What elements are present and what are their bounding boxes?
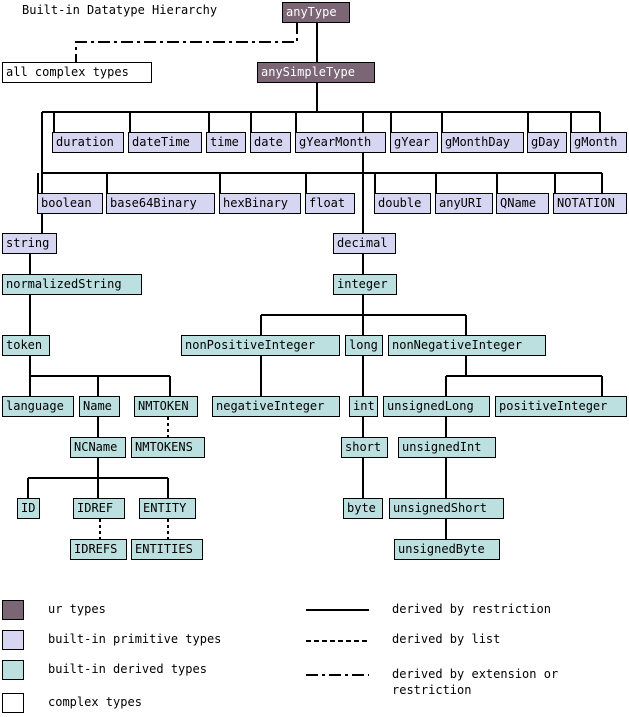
legend-label-primitive: built-in primitive types bbox=[48, 632, 222, 646]
node-unsignedshort[interactable]: unsignedShort bbox=[389, 498, 504, 519]
node-string[interactable]: string bbox=[2, 233, 57, 254]
node-negativeinteger[interactable]: negativeInteger bbox=[212, 396, 340, 417]
legend-label-extension-cont: restriction bbox=[392, 683, 472, 697]
node-anytype[interactable]: anyType bbox=[282, 2, 350, 23]
node-boolean[interactable]: boolean bbox=[37, 193, 103, 214]
node-normalizedstring[interactable]: normalizedString bbox=[2, 274, 142, 295]
diagram-title: Built-in Datatype Hierarchy bbox=[22, 3, 218, 17]
node-idrefs[interactable]: IDREFS bbox=[70, 539, 127, 560]
node-gmonth[interactable]: gMonth bbox=[570, 132, 627, 153]
legend-swatch-ur bbox=[2, 600, 24, 620]
node-entities[interactable]: ENTITIES bbox=[131, 539, 203, 560]
node-nonnegativeinteger[interactable]: nonNegativeInteger bbox=[388, 335, 546, 356]
node-short[interactable]: short bbox=[341, 437, 388, 458]
node-base64binary[interactable]: base64Binary bbox=[106, 193, 215, 214]
node-byte[interactable]: byte bbox=[343, 498, 383, 519]
node-long[interactable]: long bbox=[345, 335, 383, 356]
legend-label-restriction: derived by restriction bbox=[392, 602, 551, 616]
node-time[interactable]: time bbox=[206, 132, 246, 153]
node-gyearmonth[interactable]: gYearMonth bbox=[295, 132, 386, 153]
node-id[interactable]: ID bbox=[17, 498, 40, 519]
legend-label-derived: built-in derived types bbox=[48, 662, 207, 676]
legend-swatch-complex bbox=[2, 693, 24, 713]
node-nonpositiveinteger[interactable]: nonPositiveInteger bbox=[181, 335, 340, 356]
node-unsignedlong[interactable]: unsignedLong bbox=[383, 396, 490, 417]
legend-swatch-primitive bbox=[2, 630, 24, 650]
node-unsignedint[interactable]: unsignedInt bbox=[398, 437, 496, 458]
legend-label-list: derived by list bbox=[392, 632, 501, 646]
legend-swatch-derived bbox=[2, 660, 24, 680]
node-duration[interactable]: duration bbox=[52, 132, 124, 153]
node-idref[interactable]: IDREF bbox=[73, 498, 125, 519]
node-nmtoken[interactable]: NMTOKEN bbox=[134, 396, 198, 417]
node-entity[interactable]: ENTITY bbox=[139, 498, 196, 519]
node-anyuri[interactable]: anyURI bbox=[435, 193, 493, 214]
legend-label-complex: complex types bbox=[48, 695, 142, 709]
node-datetime[interactable]: dateTime bbox=[128, 132, 202, 153]
node-date[interactable]: date bbox=[250, 132, 291, 153]
node-gyear[interactable]: gYear bbox=[390, 132, 438, 153]
node-decimal[interactable]: decimal bbox=[333, 233, 396, 254]
node-hexbinary[interactable]: hexBinary bbox=[219, 193, 301, 214]
node-gday[interactable]: gDay bbox=[527, 132, 567, 153]
node-nmtokens[interactable]: NMTOKENS bbox=[131, 437, 205, 458]
node-language[interactable]: language bbox=[2, 396, 74, 417]
node-ncname[interactable]: NCName bbox=[70, 437, 126, 458]
node-int[interactable]: int bbox=[349, 396, 378, 417]
node-gmonthday[interactable]: gMonthDay bbox=[441, 132, 524, 153]
node-unsignedbyte[interactable]: unsignedByte bbox=[394, 539, 500, 560]
node-token[interactable]: token bbox=[2, 335, 50, 356]
node-positiveinteger[interactable]: positiveInteger bbox=[495, 396, 627, 417]
node-float[interactable]: float bbox=[305, 193, 355, 214]
node-anysimpletype[interactable]: anySimpleType bbox=[257, 62, 375, 83]
node-all-complex-types[interactable]: all complex types bbox=[2, 62, 152, 83]
node-qname[interactable]: QName bbox=[496, 193, 549, 214]
node-notation[interactable]: NOTATION bbox=[553, 193, 627, 214]
node-name[interactable]: Name bbox=[79, 396, 120, 417]
node-double[interactable]: double bbox=[374, 193, 431, 214]
node-integer[interactable]: integer bbox=[333, 274, 397, 295]
legend-label-ur: ur types bbox=[48, 602, 106, 616]
legend-label-extension: derived by extension or bbox=[392, 667, 559, 681]
